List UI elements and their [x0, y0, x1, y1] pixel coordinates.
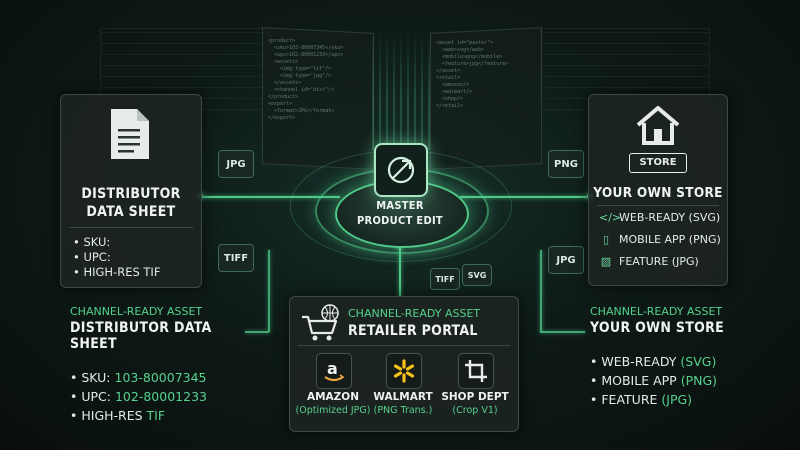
connector-right-top — [460, 196, 590, 198]
distributor-asset-sku: • SKU: 103-80007345 — [70, 370, 207, 385]
distributor-field-upc: • UPC: — [73, 250, 111, 264]
walmart-sub: (PNG Trans.) — [373, 405, 433, 416]
shop-dept-sub: (Crop V1) — [452, 405, 498, 416]
hub-label-line2: PRODUCT EDIT — [356, 214, 443, 227]
distributor-asset-upc: • UPC: 102-80001233 — [70, 389, 207, 404]
store-asset-mobile: • MOBILE APP (PNG) — [590, 373, 718, 388]
distributor-fields: • SKU: • UPC: • HIGH-RES TIF — [73, 235, 160, 280]
amazon-logo: a — [316, 353, 352, 389]
image-icon: ▨ — [600, 255, 612, 268]
document-icon — [111, 109, 149, 159]
badge-jpg-right: JPG — [548, 246, 584, 274]
connector-left-vert — [268, 250, 270, 332]
code-icon: </> — [599, 211, 622, 224]
retailer-divider — [298, 345, 510, 346]
store-asset-web: • WEB-READY (SVG) — [590, 354, 717, 369]
badge-png-right: PNG — [548, 150, 584, 178]
store-item-mobile: ▯MOBILE APP (PNG) — [599, 229, 721, 251]
badge-tiff-center: TIFF — [430, 268, 460, 290]
panel-store: STORE YOUR OWN STORE </>WEB-READY (SVG) … — [588, 94, 728, 286]
store-item-feature: ▨FEATURE (JPG) — [599, 251, 721, 273]
bg-code-right: <asset id="master"> <web>svg</web> <mobi… — [436, 40, 509, 109]
panel-retailer: CHANNEL-READY ASSET RETAILER PORTAL a — [289, 296, 519, 432]
distributor-asset-title: DISTRIBUTOR DATA SHEET — [70, 320, 212, 352]
distributor-field-sku: • SKU: — [73, 235, 111, 249]
distributor-asset-list: • SKU: 103-80007345 • UPC: 102-80001233 … — [70, 368, 250, 425]
connector-left-horiz — [245, 331, 269, 333]
badge-jpg-left: JPG — [218, 150, 254, 178]
store-sign: STORE — [629, 153, 687, 173]
distributor-asset-kicker: CHANNEL-READY ASSET — [70, 305, 203, 318]
amazon-sub: (Optimized JPG) — [295, 405, 371, 416]
store-item-web: </>WEB-READY (SVG) — [599, 207, 721, 229]
connector-center-down — [399, 245, 401, 297]
bg-data-stream — [372, 30, 430, 150]
connector-right-horiz — [540, 331, 585, 333]
distributor-title-line1: DISTRIBUTOR — [81, 186, 181, 202]
shopping-cart-icon — [302, 304, 339, 341]
hub-icon-box — [374, 143, 428, 197]
panel-distributor: DISTRIBUTOR DATA SHEET • SKU: • UPC: • H… — [60, 94, 202, 288]
walmart-logo — [386, 353, 422, 389]
hub-label: MASTER PRODUCT EDIT — [330, 198, 470, 228]
shop-dept-name: SHOP DEPT — [441, 391, 509, 403]
badge-svg-center: SVG — [462, 264, 492, 286]
connector-left-top — [200, 196, 340, 198]
distributor-field-format: • HIGH-RES TIF — [73, 265, 161, 279]
store-asset-kicker: CHANNEL-READY ASSET — [590, 305, 723, 318]
badge-tiff-left: TIFF — [218, 244, 254, 272]
amazon-icon: a — [324, 359, 345, 381]
section-store-asset: CHANNEL-READY ASSET YOUR OWN STORE • WEB… — [590, 305, 770, 409]
store-divider — [597, 205, 719, 206]
store-title: YOUR OWN STORE — [593, 185, 723, 201]
store-asset-title: YOUR OWN STORE — [590, 320, 725, 336]
retailer-title: RETAILER PORTAL — [348, 323, 478, 339]
amazon-name: AMAZON — [306, 391, 360, 403]
retailer-kicker: CHANNEL-READY ASSET — [348, 307, 481, 320]
connector-right-vert — [540, 250, 542, 332]
walmart-name: WALMART — [373, 391, 433, 403]
hub-label-line1: MASTER — [376, 199, 424, 212]
house-icon — [636, 106, 680, 145]
section-distributor-asset: CHANNEL-READY ASSET DISTRIBUTOR DATA SHE… — [70, 305, 250, 425]
store-items: </>WEB-READY (SVG) ▯MOBILE APP (PNG) ▨FE… — [599, 207, 721, 273]
shop-dept-logo — [458, 353, 494, 389]
distributor-title-line2: DATA SHEET — [86, 204, 176, 220]
bg-code-left: <product> <sku>103-80007345</sku> <upc>1… — [268, 38, 344, 121]
phone-icon: ▯ — [602, 233, 610, 246]
distributor-asset-format: • HIGH-RES TIF — [70, 408, 166, 423]
edit-expand-icon — [387, 156, 415, 184]
walmart-spark-icon — [393, 359, 415, 383]
crop-icon — [465, 360, 487, 382]
store-asset-feature: • FEATURE (JPG) — [590, 392, 693, 407]
distributor-divider — [69, 227, 193, 228]
store-asset-list: • WEB-READY (SVG) • MOBILE APP (PNG) • F… — [590, 352, 770, 409]
svg-text:a: a — [327, 359, 338, 378]
distributor-title: DISTRIBUTOR DATA SHEET — [61, 185, 201, 221]
